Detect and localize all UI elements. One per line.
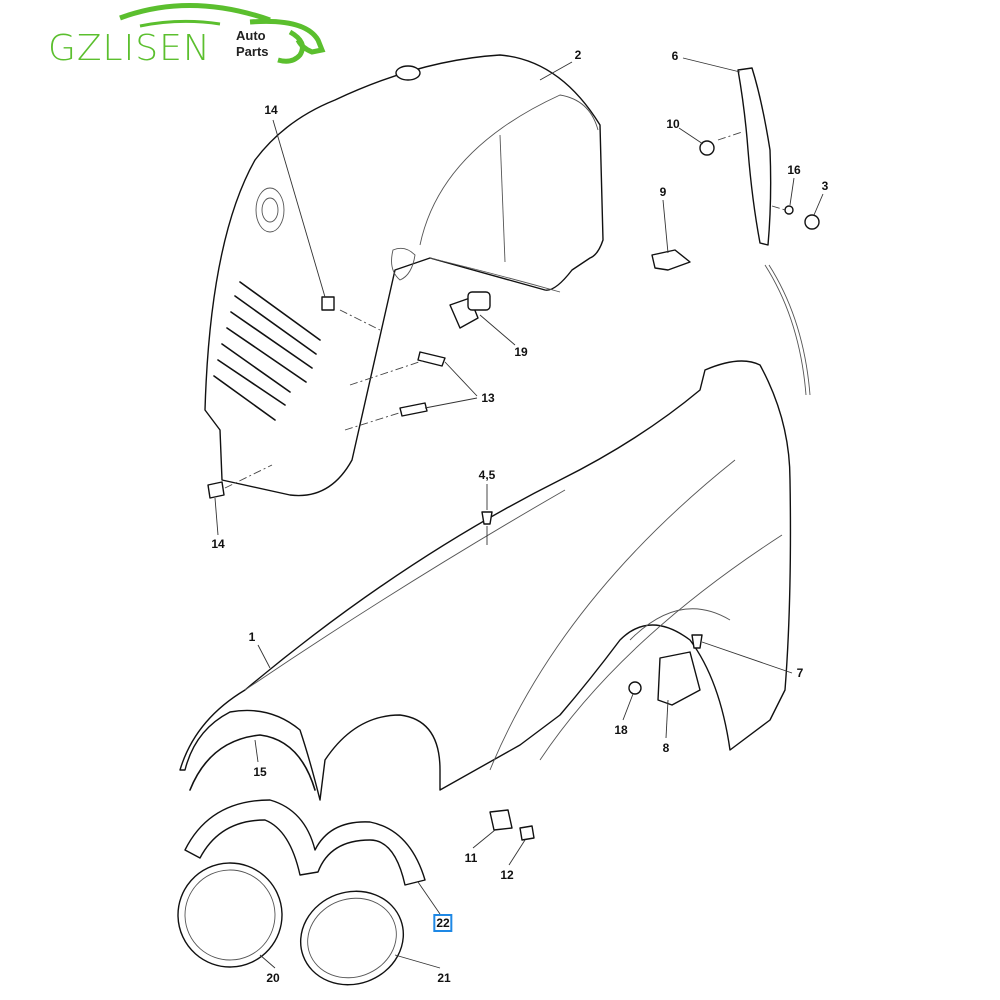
callout-11[interactable]: 11	[464, 851, 478, 865]
callout-16[interactable]: 16	[787, 163, 801, 177]
leader-lines	[214, 57, 824, 969]
tagline-line1: Auto	[236, 28, 266, 43]
brand-logo: GZLISEN Auto Parts	[40, 0, 340, 75]
callout-19[interactable]: 19	[514, 345, 528, 359]
callout-4-5[interactable]: 4,5	[478, 468, 496, 482]
callout-7[interactable]: 7	[796, 666, 804, 680]
callout-22[interactable]: 22	[433, 914, 453, 932]
callout-10[interactable]: 10	[666, 117, 680, 131]
arch-trim-22[interactable]	[184, 799, 426, 886]
screw-13-lower[interactable]	[399, 402, 428, 417]
bolt-7[interactable]	[691, 634, 703, 649]
callout-8[interactable]: 8	[662, 741, 670, 755]
clip-9[interactable]	[651, 249, 691, 271]
spacer-11[interactable]	[489, 809, 513, 831]
callout-13[interactable]: 13	[481, 391, 495, 405]
screw-13-upper[interactable]	[417, 351, 446, 367]
clip-14-lower[interactable]	[207, 481, 225, 499]
nut-10[interactable]	[699, 140, 715, 156]
wheel-arch-liner[interactable]	[204, 54, 604, 497]
brand-tagline: Auto Parts	[236, 28, 269, 60]
arch-trim-15[interactable]	[189, 734, 316, 791]
nut-18[interactable]	[628, 681, 642, 695]
bolt-4-5[interactable]	[481, 511, 493, 525]
brand-name: GZLISEN	[48, 28, 211, 69]
callout-18[interactable]: 18	[614, 723, 628, 737]
moulding-strip[interactable]	[737, 67, 772, 246]
tagline-line2: Parts	[236, 44, 269, 59]
washer-16[interactable]	[784, 205, 794, 215]
callout-2[interactable]: 2	[574, 48, 582, 62]
callout-9[interactable]: 9	[659, 185, 667, 199]
ring-21[interactable]	[287, 877, 416, 999]
clip-14-upper[interactable]	[321, 296, 335, 311]
callout-20[interactable]: 20	[266, 971, 280, 985]
callout-1[interactable]: 1	[248, 630, 256, 644]
nut-3[interactable]	[804, 214, 820, 230]
front-fender[interactable]	[179, 360, 792, 801]
car-silhouette-icon	[119, 3, 326, 64]
callout-12[interactable]: 12	[500, 868, 514, 882]
callout-3[interactable]: 3	[821, 179, 829, 193]
callout-14[interactable]: 14	[211, 537, 225, 551]
guide-arc	[764, 264, 807, 396]
ring-20[interactable]	[163, 848, 296, 981]
callout-21[interactable]: 21	[437, 971, 451, 985]
callout-15[interactable]: 15	[253, 765, 267, 779]
callout-14[interactable]: 14	[264, 103, 278, 117]
callout-6[interactable]: 6	[671, 49, 679, 63]
bracket-8[interactable]	[657, 651, 701, 706]
bolt-12[interactable]	[519, 825, 535, 841]
